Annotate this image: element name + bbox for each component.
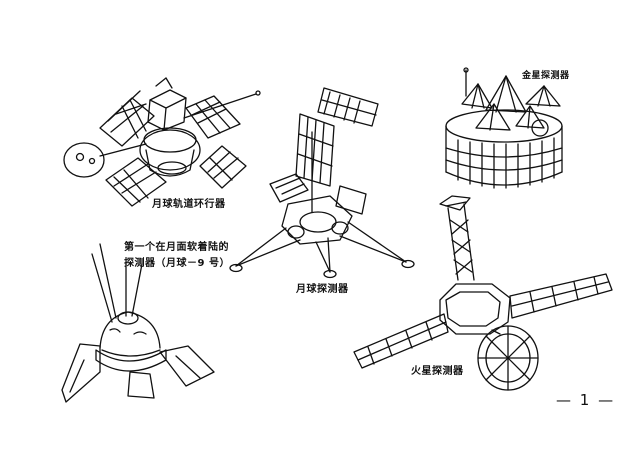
venus-probe-caption: 金星探测器	[522, 71, 570, 81]
luna9-caption-line1: 第一个在月面软着陆的	[124, 242, 229, 253]
lunar-orbiter-caption: 月球轨道环行器	[152, 199, 226, 210]
page-number: — 1 —	[556, 391, 616, 409]
lunar-orbiter-drawing	[63, 77, 261, 207]
mars-probe-drawing	[353, 195, 613, 391]
luna9-caption-line2: 探测器（月球－9 号）	[124, 258, 230, 269]
luna9-drawing	[61, 243, 215, 403]
lunar-probe-drawing	[229, 87, 415, 279]
mars-probe-caption: 火星探测器	[411, 366, 464, 377]
lunar-probe-caption: 月球探测器	[296, 284, 349, 295]
venus-probe-drawing	[445, 67, 563, 189]
